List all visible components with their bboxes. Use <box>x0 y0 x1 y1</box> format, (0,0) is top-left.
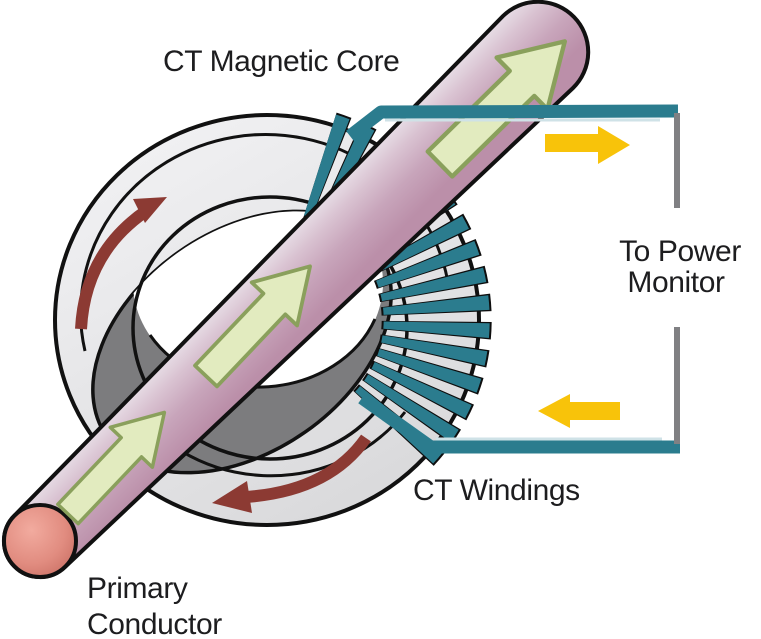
secondary-wire-bottom <box>358 392 680 454</box>
label-ct-windings: CT Windings <box>413 474 580 507</box>
label-primary-conductor-line2: Conductor <box>87 608 222 639</box>
label-ct-magnetic-core: CT Magnetic Core <box>163 45 399 78</box>
flux-arrow-lower-right <box>212 434 371 513</box>
label-to-power-monitor-line2: Monitor <box>627 266 725 299</box>
label-to-power-monitor-line1: To Power <box>619 235 741 268</box>
secondary-wire-top <box>346 104 679 142</box>
flux-arrow-shaft <box>245 434 371 503</box>
output-arrow-right <box>545 126 630 164</box>
diagram-labels: CT Magnetic Core To Power Monitor CT Win… <box>87 45 742 639</box>
output-arrow-left <box>538 394 620 428</box>
flux-arrow-head <box>133 197 167 223</box>
flux-arrow-head <box>212 481 252 513</box>
current-arrow-bottom <box>56 410 167 526</box>
label-primary-conductor-line1: Primary <box>87 572 188 605</box>
secondary-circuit <box>346 104 680 454</box>
flux-arrow-shaft <box>75 206 150 330</box>
conductor-end-cap <box>2 503 78 579</box>
current-arrow-middle <box>193 264 312 389</box>
flux-arrow-upper-left <box>75 197 167 330</box>
